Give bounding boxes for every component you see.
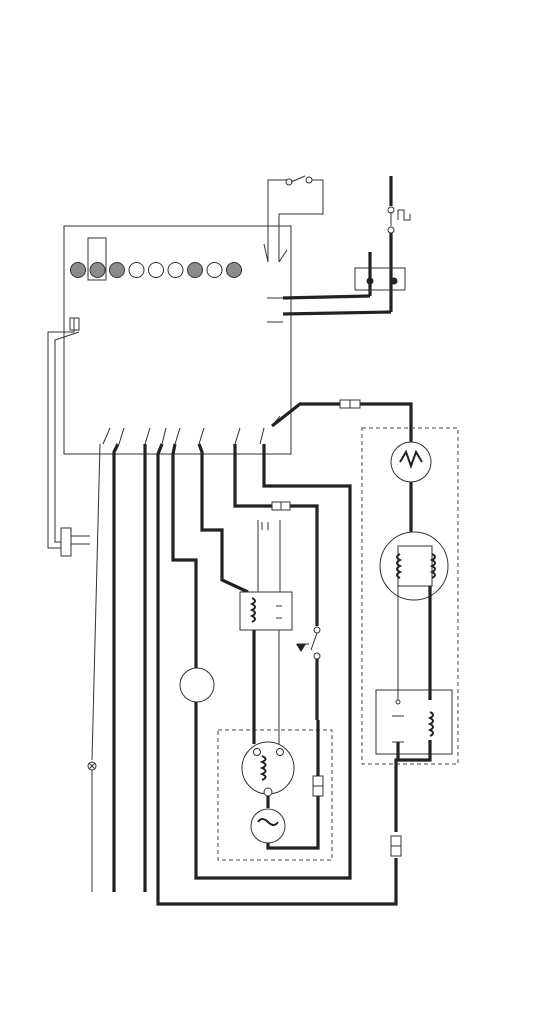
limit-switch [391,442,431,482]
blower-module [362,428,458,856]
relay-box [240,592,292,630]
thermal-limit-symbol [398,210,410,220]
motor-housing [242,742,294,794]
terminal-block [355,268,405,290]
switch-contact [314,653,320,659]
pressure-switch [296,627,320,720]
motor-terminal [254,749,261,756]
indicator-led [227,263,242,278]
board-output-wires [88,404,411,904]
indicator-led [207,263,222,278]
switch-contact [306,177,312,183]
indicator-led [90,263,105,278]
relay-terminal [396,700,400,704]
igniter [251,809,285,843]
indicator-led [71,263,86,278]
indicator-led [188,263,203,278]
switch-actuator-arrow [296,644,306,652]
switch-contact [314,627,320,633]
fuse-contact [388,227,394,233]
indicator-led [110,263,125,278]
indicator-led [149,263,164,278]
control-relay-box [376,690,452,754]
relay-coil-module [240,520,292,630]
switch-blade [291,176,305,182]
inducer-module [218,630,332,860]
indicator-led [129,263,144,278]
indicator-led [168,263,183,278]
motor-terminal [277,749,284,756]
motor-component [180,668,214,702]
motor-terminal [264,788,272,796]
terminal-dot [391,278,398,285]
power-input [283,176,410,314]
plug-connector [61,528,71,556]
terminal-dot [367,278,374,285]
blower-winding-frame [398,546,432,586]
control-board [64,226,291,454]
indicator-led-row [71,263,242,278]
